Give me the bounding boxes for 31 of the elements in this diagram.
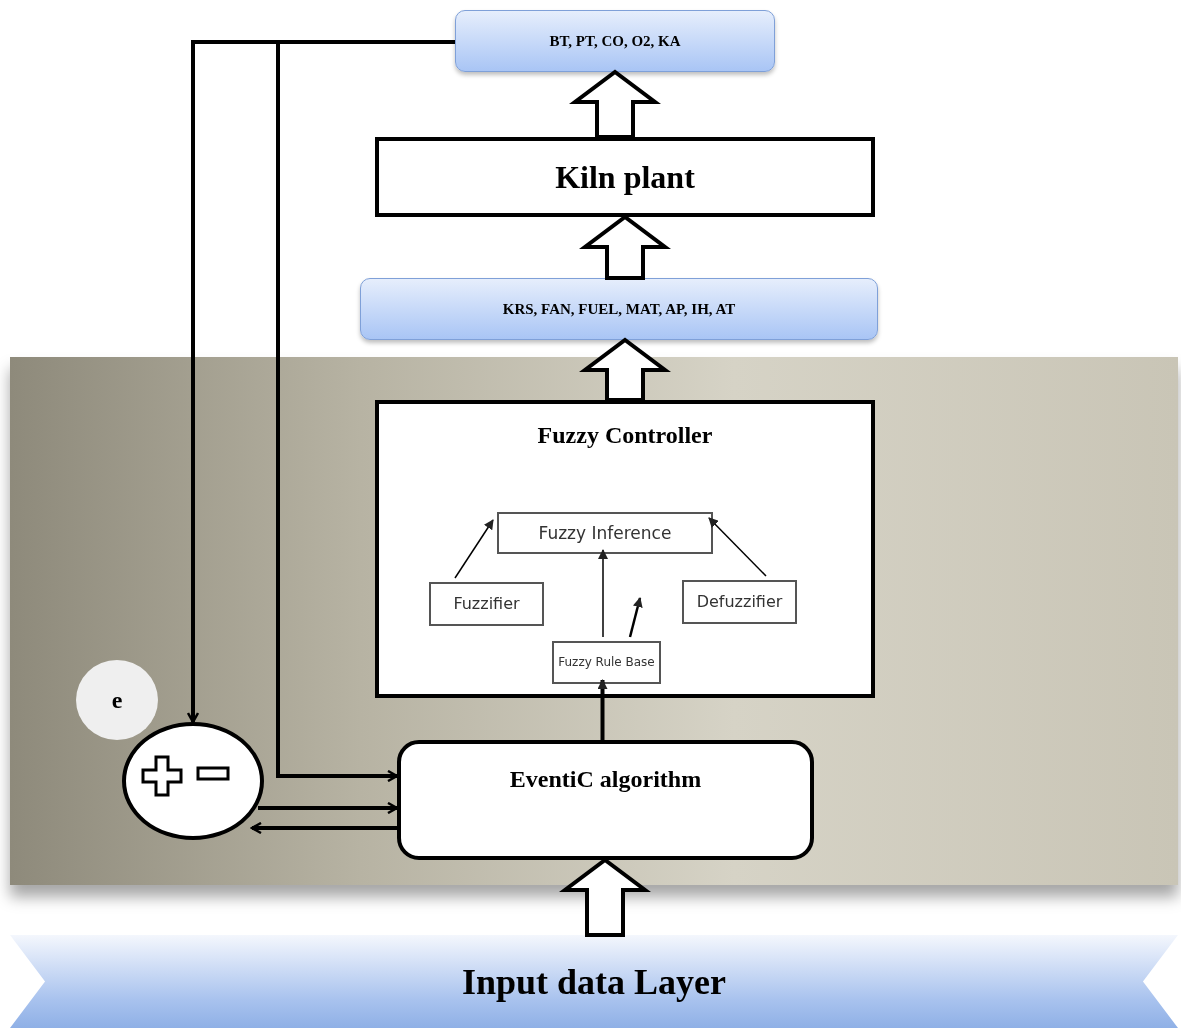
node-label: Fuzzifier bbox=[453, 595, 520, 613]
output-box bbox=[455, 10, 775, 72]
error-label: e bbox=[111, 686, 123, 714]
process-box bbox=[375, 400, 875, 698]
node-label: Fuzzy Inference bbox=[538, 523, 672, 543]
output-box bbox=[360, 278, 878, 340]
node-label: Input data Layer bbox=[461, 960, 726, 1003]
block-arrow bbox=[569, 69, 661, 139]
process-box bbox=[397, 740, 814, 860]
arrow bbox=[708, 517, 767, 577]
arrow bbox=[597, 679, 608, 740]
process-box bbox=[375, 137, 875, 217]
arrow bbox=[250, 821, 397, 835]
process-box bbox=[497, 512, 713, 554]
node-label: Kiln plant bbox=[555, 158, 695, 196]
node-label: BT, PT, CO, O2, KA bbox=[549, 32, 681, 50]
block-arrow bbox=[559, 857, 651, 937]
arrow bbox=[628, 597, 643, 638]
node-label: Fuzzy Rule Base bbox=[558, 655, 655, 670]
arrow bbox=[258, 801, 399, 815]
arrow bbox=[454, 519, 494, 579]
block-arrow bbox=[579, 214, 671, 280]
node-label: Fuzzy Controller bbox=[537, 422, 713, 449]
node-label: EventiC algorithm bbox=[509, 766, 702, 793]
node-label: Defuzzifier bbox=[696, 593, 783, 611]
process-box bbox=[552, 641, 661, 684]
block-arrow bbox=[579, 337, 671, 402]
process-box bbox=[682, 580, 797, 624]
arrow bbox=[598, 549, 608, 638]
node-label: KRS, FAN, FUEL, MAT, AP, IH, AT bbox=[502, 300, 736, 318]
process-box bbox=[429, 582, 544, 626]
